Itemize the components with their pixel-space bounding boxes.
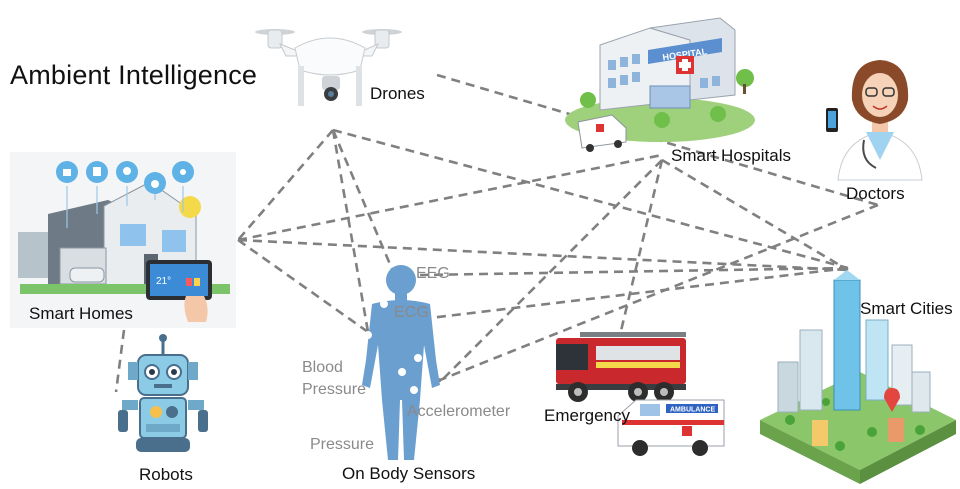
emergency-label: Emergency (544, 406, 630, 425)
smart-hospitals-label: Smart Hospitals (671, 146, 791, 165)
drones-label: Drones (370, 84, 425, 103)
smart-home-icon: 21° (10, 152, 236, 328)
hospital-icon: HOSPITAL (565, 17, 755, 142)
sensor-markers (364, 300, 422, 451)
doctors-label: Doctors (846, 184, 905, 203)
eeg-label: EEG (416, 265, 450, 282)
smart-cities-label: Smart Cities (860, 299, 953, 318)
blood-pressure-label-line2: Pressure (302, 381, 367, 398)
human-body-icon (362, 265, 440, 460)
ambulance-icon: AMBULANCE (617, 399, 725, 456)
drone-icon (255, 29, 402, 106)
doctor-icon (826, 60, 923, 181)
smart-city-icon (760, 270, 956, 484)
smart-homes-label: Smart Homes (29, 304, 133, 323)
ecg-label: ECG (394, 304, 429, 321)
page-title: Ambient Intelligence (10, 60, 258, 90)
ambulance-sign: AMBULANCE (670, 407, 715, 414)
on-body-sensors-label: On Body Sensors (342, 464, 476, 483)
blood-pressure-label-line1: Blood (302, 359, 343, 376)
hospital-ambulance-icon (577, 114, 627, 152)
thermostat-reading: 21° (156, 276, 171, 287)
robot-icon (118, 334, 208, 452)
accelerometer-label: Accelerometer (407, 403, 511, 420)
robots-label: Robots (139, 465, 193, 484)
fire-truck-icon (556, 332, 686, 402)
connector-lines (114, 73, 879, 393)
pressure-label: Pressure (310, 436, 375, 453)
